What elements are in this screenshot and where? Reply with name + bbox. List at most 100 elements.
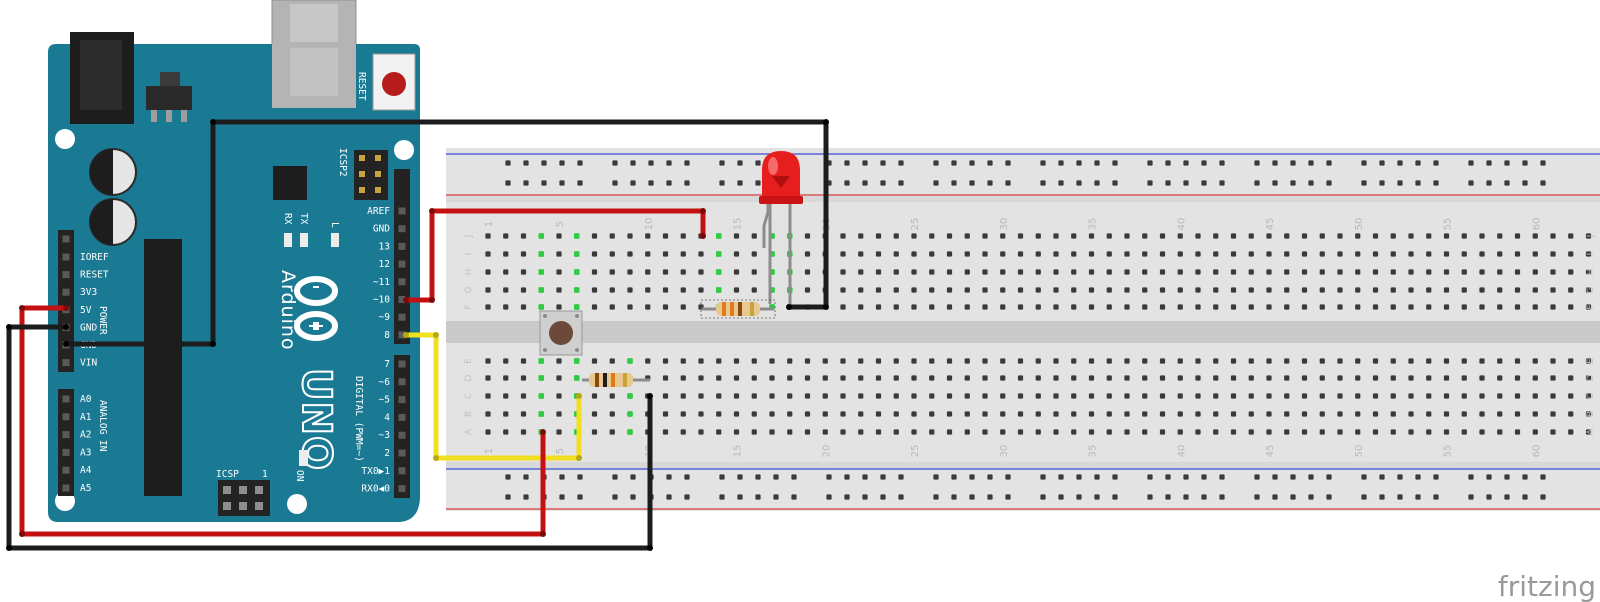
breadboard-hole	[875, 358, 882, 364]
breadboard-hole	[523, 494, 529, 500]
breadboard-hole	[1000, 411, 1006, 417]
breadboard-hole	[733, 233, 740, 239]
breadboard-hole	[680, 411, 686, 417]
breadboard-hole	[1497, 375, 1503, 381]
analog-pin-label: A4	[80, 465, 92, 476]
breadboard-hole	[880, 494, 886, 500]
header-hole	[398, 331, 406, 339]
breadboard-hole	[1290, 160, 1296, 166]
breadboard-hole	[1088, 429, 1095, 435]
breadboard-hole	[1337, 393, 1343, 399]
breadboard-hole	[1290, 474, 1296, 480]
breadboard-hole	[946, 429, 953, 435]
breadboard-hole	[1005, 474, 1011, 480]
breadboard-hole	[1230, 287, 1237, 293]
pushbutton[interactable]	[539, 310, 583, 356]
breadboard-hole	[1071, 375, 1077, 381]
breadboard-hole	[1284, 287, 1290, 293]
breadboard-hole	[1514, 358, 1521, 364]
breadboard-hole	[523, 474, 529, 480]
breadboard-hole	[964, 269, 970, 275]
breadboard-hole	[520, 251, 527, 257]
breadboard-hole	[1094, 160, 1100, 166]
breadboard-hole	[556, 233, 562, 239]
pulldown-resistor[interactable]	[582, 373, 650, 387]
breadboard-hole	[1147, 160, 1153, 166]
breadboard-hole	[1071, 358, 1077, 364]
breadboard-hole	[875, 269, 882, 275]
breadboard-hole	[1379, 474, 1385, 480]
breadboard-hole	[1433, 474, 1439, 480]
header-hole	[62, 253, 70, 261]
icsp2-label: ICSP2	[337, 148, 348, 177]
breadboard-hole	[1112, 180, 1118, 186]
breadboard-hole	[898, 474, 904, 480]
breadboard-hole	[612, 180, 618, 186]
breadboard-hole	[1124, 251, 1130, 257]
breadboard-hole	[1071, 251, 1077, 257]
breadboard-hole	[1248, 393, 1254, 399]
pushbutton-corner	[543, 348, 547, 352]
led-resistor[interactable]	[700, 299, 776, 319]
breadboard-hole	[1177, 429, 1183, 435]
breadboard-hole	[964, 375, 970, 381]
usb-connector-face	[290, 4, 338, 42]
power-pin-label: 3V3	[80, 287, 97, 298]
breadboard-hole	[1177, 358, 1183, 364]
breadboard-hole	[1408, 233, 1414, 239]
wire-bend-point	[433, 455, 439, 461]
wire-gnd-to-led[interactable]	[66, 119, 829, 347]
red-led[interactable]	[759, 151, 803, 304]
breadboard-hole	[1337, 233, 1343, 239]
l-label: L	[329, 222, 340, 228]
breadboard-hole	[858, 304, 864, 310]
breadboard-hole	[1443, 375, 1450, 381]
breadboard-hole	[1230, 393, 1237, 399]
breadboard-hole	[1106, 287, 1112, 293]
breadboard-hole	[1550, 251, 1556, 257]
breadboard-hole	[1372, 304, 1379, 310]
breadboard-hole	[684, 474, 690, 480]
pushbutton-cap[interactable]	[549, 321, 573, 345]
breadboard-hole	[1005, 494, 1011, 500]
breadboard-hole	[1568, 304, 1574, 310]
breadboard-hole	[1159, 304, 1166, 310]
breadboard-hole	[666, 494, 672, 500]
header-hole	[62, 466, 70, 474]
breadboard-hole	[1040, 160, 1046, 166]
breadboard-hole	[1486, 474, 1492, 480]
row-letter: D	[1586, 374, 1596, 381]
column-number: 1	[484, 221, 495, 227]
wire-endpoints	[6, 119, 829, 551]
breadboard-hole	[1000, 429, 1006, 435]
breadboard-hole	[645, 251, 651, 257]
breadboard-hole	[893, 429, 899, 435]
reset-button-cap[interactable]	[382, 72, 406, 96]
breadboard-hole	[933, 494, 939, 500]
breadboard-hole	[1248, 233, 1254, 239]
wire-bend-point	[786, 304, 792, 310]
breadboard-hole	[1088, 393, 1095, 399]
breadboard-hole	[1266, 251, 1272, 257]
column-number: 5	[555, 221, 566, 227]
breadboard-hole	[716, 411, 722, 417]
breadboard-hole	[609, 429, 615, 435]
breadboard-hole	[1479, 287, 1485, 293]
breadboard-hole	[1461, 411, 1467, 417]
breadboard-hole	[503, 269, 509, 275]
breadboard-hole	[933, 180, 939, 186]
breadboard-hole	[822, 358, 828, 364]
breadboard-hole	[1195, 393, 1201, 399]
breadboard-hole	[858, 358, 864, 364]
breadboard-hole	[946, 411, 953, 417]
breadboard-hole	[1094, 494, 1100, 500]
breadboard-hole	[840, 251, 846, 257]
digital-pin-label: ~10	[373, 295, 390, 306]
breadboard-hole	[875, 287, 882, 293]
breadboard-hole	[1337, 358, 1343, 364]
breadboard-hole	[1468, 160, 1474, 166]
breadboard-hole	[875, 411, 882, 417]
breadboard-hole	[1585, 375, 1592, 381]
breadboard-hole	[751, 251, 757, 257]
breadboard-hole	[1017, 393, 1024, 399]
